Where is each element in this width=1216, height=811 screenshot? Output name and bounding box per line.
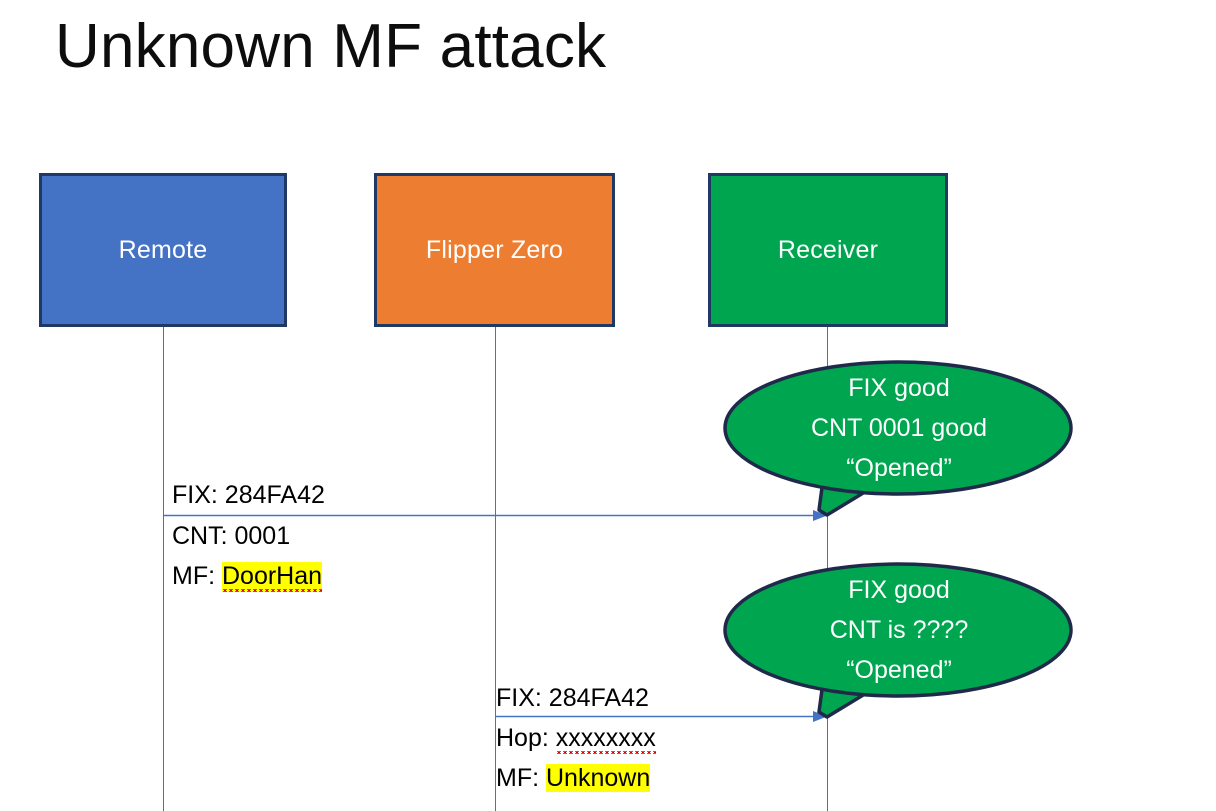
actor-label-remote: Remote	[118, 235, 208, 264]
lifeline-remote	[163, 327, 164, 811]
message-arrow-flipper-to-receiver	[495, 711, 828, 722]
callout-second: FIX good CNT is ???? “Opened”	[723, 562, 1075, 722]
label-value: 0001	[234, 522, 291, 550]
label-value: 284FA42	[548, 684, 649, 712]
actor-box-flipper[interactable]: Flipper Zero	[374, 173, 615, 327]
label-value: 284FA42	[224, 481, 325, 509]
label-prefix: FIX:	[172, 481, 225, 509]
message-label-flipper-hop: Hop: xxxxxxxx	[496, 718, 656, 758]
actor-label-receiver: Receiver	[777, 235, 879, 264]
actor-box-receiver[interactable]: Receiver	[708, 173, 948, 327]
label-prefix: MF:	[496, 764, 546, 792]
callout-first: FIX good CNT 0001 good “Opened”	[723, 360, 1075, 520]
message-label-remote-mf: MF: DoorHan	[172, 556, 323, 596]
label-prefix: CNT:	[172, 522, 235, 550]
lifeline-flipper	[495, 327, 496, 811]
message-label-remote-fix: FIX: 284FA42	[172, 475, 325, 515]
label-value-misspelled: xxxxxxxx	[555, 724, 656, 752]
label-prefix: MF:	[172, 562, 222, 590]
message-label-remote-cnt: CNT: 0001	[172, 516, 290, 556]
label-value-highlighted: Unknown	[546, 764, 651, 792]
message-arrow-remote-to-receiver	[163, 510, 828, 521]
actor-box-remote[interactable]: Remote	[39, 173, 287, 327]
label-prefix: Hop:	[496, 724, 556, 752]
label-prefix: FIX:	[496, 684, 549, 712]
actor-label-flipper: Flipper Zero	[425, 235, 564, 264]
label-value-highlighted: DoorHan	[222, 562, 323, 590]
page-title: Unknown MF attack	[55, 12, 607, 81]
message-label-flipper-mf: MF: Unknown	[496, 758, 651, 798]
message-label-flipper-fix: FIX: 284FA42	[496, 678, 649, 718]
